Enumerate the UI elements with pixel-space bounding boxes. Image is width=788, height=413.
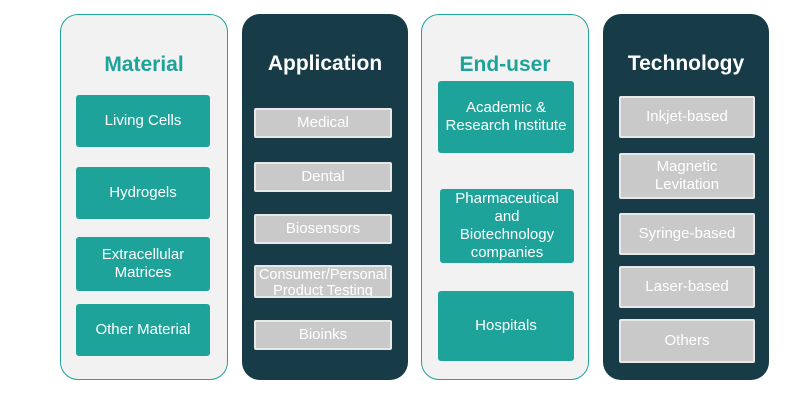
end-user-panel: End-user Academic & Research Institute P… bbox=[421, 14, 589, 380]
end-user-item-hospitals: Hospitals bbox=[438, 291, 574, 361]
technology-item-inkjet: Inkjet-based bbox=[619, 96, 755, 138]
material-panel: Material Living Cells Hydrogels Extracel… bbox=[60, 14, 228, 380]
material-title: Material bbox=[104, 53, 184, 76]
material-item-living-cells: Living Cells bbox=[76, 95, 210, 147]
technology-title: Technology bbox=[627, 52, 745, 75]
end-user-item-pharma: Pharmaceutical and Biotechnology compani… bbox=[440, 189, 574, 263]
technology-item-syringe: Syringe-based bbox=[619, 213, 755, 255]
material-item-hydrogels: Hydrogels bbox=[76, 167, 210, 219]
application-item-consumer-testing: Consumer/Personal Product Testing bbox=[254, 265, 392, 298]
technology-item-others: Others bbox=[619, 319, 755, 363]
end-user-title: End-user bbox=[459, 53, 551, 76]
technology-item-laser: Laser-based bbox=[619, 266, 755, 308]
end-user-item-academic: Academic & Research Institute bbox=[438, 81, 574, 153]
material-item-extracellular-matrices: Extracellular Matrices bbox=[76, 237, 210, 291]
application-item-biosensors: Biosensors bbox=[254, 214, 392, 244]
application-panel: Application Medical Dental Biosensors Co… bbox=[242, 14, 408, 380]
technology-item-magnetic-levitation: Magnetic Levitation bbox=[619, 153, 755, 199]
application-item-medical: Medical bbox=[254, 108, 392, 138]
application-item-bioinks: Bioinks bbox=[254, 320, 392, 350]
technology-panel: Technology Inkjet-based Magnetic Levitat… bbox=[603, 14, 769, 380]
application-title: Application bbox=[267, 52, 383, 75]
material-item-other-material: Other Material bbox=[76, 304, 210, 356]
application-item-dental: Dental bbox=[254, 162, 392, 192]
